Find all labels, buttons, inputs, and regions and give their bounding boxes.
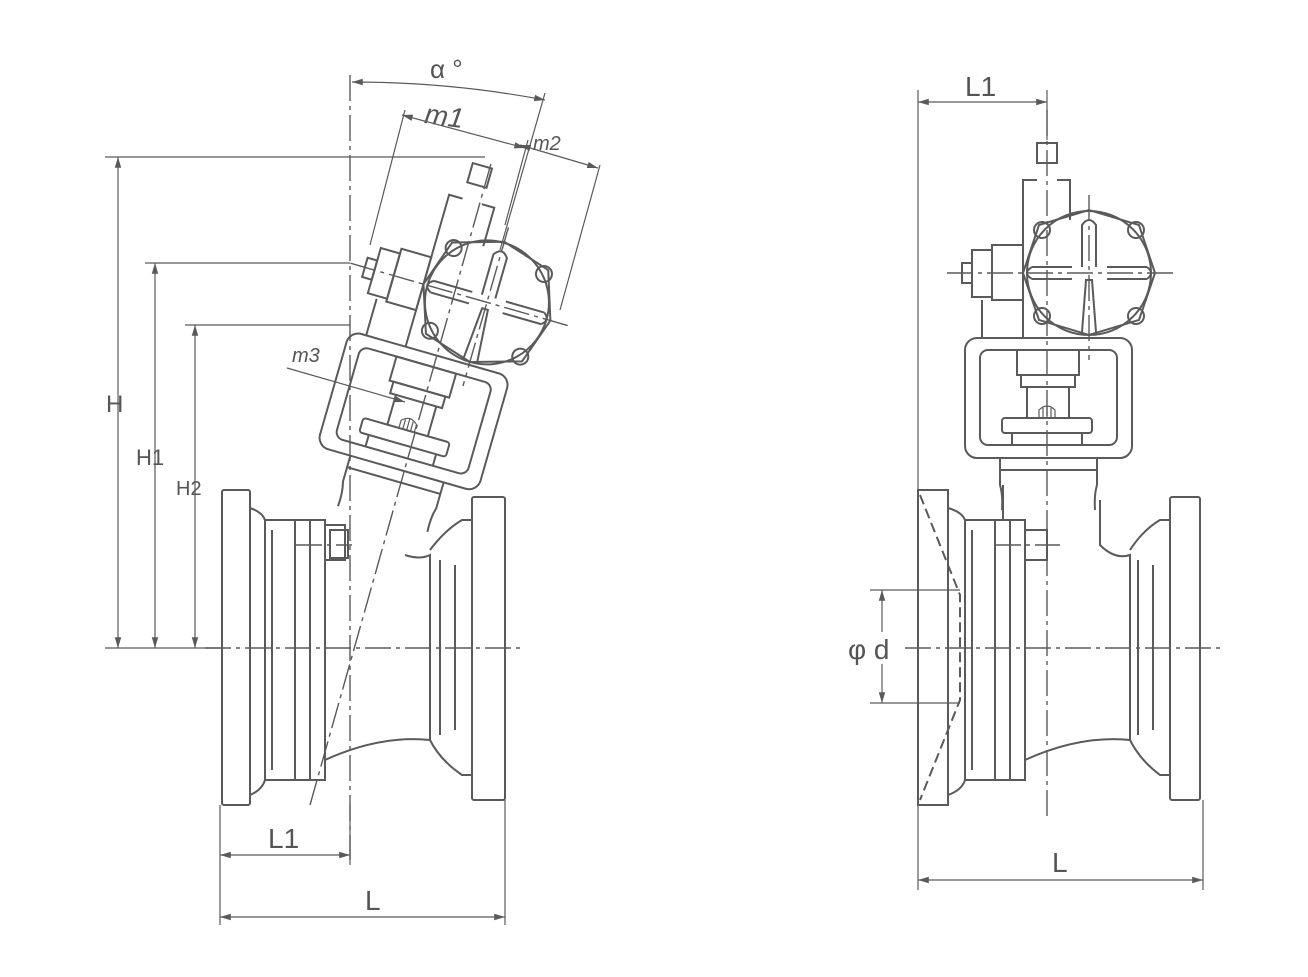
diameter-label: φ d (848, 634, 890, 665)
H1-label: H1 (136, 445, 164, 470)
m1-label: m1 (423, 98, 466, 134)
H-label: H (106, 391, 123, 418)
height-dimensions: H H1 H2 (105, 156, 485, 649)
length-dimensions-right: L1 L (917, 71, 1204, 890)
length-dimensions-left: L1 L (219, 800, 506, 925)
m2-label: m2 (533, 133, 561, 155)
angle-dimensions: α ° m1 m2 m3 (286, 54, 601, 403)
m3-label: m3 (292, 345, 320, 367)
alpha-label: α ° (430, 54, 463, 84)
H2-label: H2 (176, 478, 202, 500)
L-label-left: L (365, 885, 381, 916)
L-label-right: L (1052, 847, 1068, 878)
left-view: H H1 H2 L1 L α ° m1 m2 m3 (105, 54, 609, 925)
L1-label-right: L1 (965, 71, 996, 102)
diameter-dimension: φ d (846, 589, 960, 704)
right-valve-body (917, 485, 1201, 806)
right-actuator (946, 142, 1178, 511)
left-tilted-axis (309, 159, 493, 806)
L1-label-left: L1 (268, 823, 299, 854)
left-actuator (284, 137, 609, 556)
right-view: L1 L φ d (846, 71, 1220, 890)
